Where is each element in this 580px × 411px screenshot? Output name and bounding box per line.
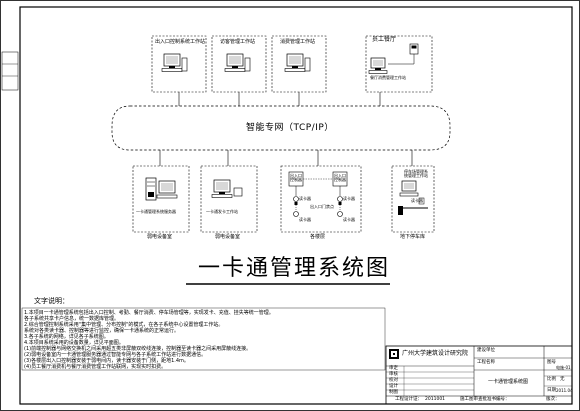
notes-line: 2.综合管理控制系统采用"集中管理、分布控制"的模式，在各子系统中心设置管理工作…: [24, 322, 224, 328]
bottom-box-3: [280, 165, 362, 233]
network-label: 智能专网（TCP/IP）: [246, 123, 334, 133]
computer-icon: [399, 180, 419, 197]
pos-terminal-icon: [409, 43, 419, 55]
controller-label: 出入口控制器: [290, 173, 302, 182]
field-value: 电施-01: [556, 365, 571, 370]
reader-label: 读卡器: [411, 198, 423, 203]
reader-label: 读卡器: [299, 217, 311, 222]
binding-strip: [1, 51, 19, 91]
title-block-frame: [385, 345, 573, 405]
bottom-node-label: 地下停车库: [400, 234, 426, 240]
bottom-box-1: [132, 165, 190, 233]
notes-line: 1.本项目一卡通管理系统包括出入口控制、考勤、餐厅消费、停车场管理等，实现发卡、…: [24, 310, 274, 316]
role-label: 审定: [389, 366, 398, 371]
bottom-node-sublabel: 出入口门禁点: [310, 204, 334, 209]
bottom-node-label: 各楼层: [310, 234, 326, 240]
top-node-label: 员工餐厅: [372, 36, 397, 43]
controller-label: 出入口控制器: [334, 173, 346, 182]
work-label: 工程名称: [477, 360, 495, 365]
bottom-node-label: 弱电设备室: [215, 234, 241, 240]
drawing-name: 一卡通管理系统图: [488, 379, 529, 385]
role-label: 制图: [389, 390, 398, 395]
reader-label: 读卡器: [343, 217, 355, 222]
computer-icon: [161, 53, 188, 72]
computer-icon: [211, 179, 243, 198]
card-reader-icon: [337, 211, 343, 217]
bottom-node-label: 弱电设备室: [147, 234, 173, 240]
reader-label: 读卡器: [343, 196, 355, 201]
notes-line: (4)员工餐厅消费机与餐厅消费管理工作站联网，实现实时扣费。: [24, 364, 167, 370]
bottom-box-2: [200, 165, 258, 233]
card-reader-icon: [293, 211, 299, 217]
drawing-title: 一卡通管理系统图: [198, 256, 391, 281]
field-value: 2011.04: [556, 388, 573, 393]
notes-line: (2)弱电设备室内一卡通管理服务器通过智能专网与各子系统工作站进行数据通信。: [24, 352, 207, 358]
card-reader-icon: [293, 196, 299, 205]
top-node-label: 访客管理工作站: [220, 39, 256, 45]
sign-label: 版次：: [546, 397, 560, 402]
top-node-label: 出入口控制系统工作站: [155, 39, 206, 45]
computer-icon: [224, 53, 251, 72]
notes-line: 4.本项目系统采用的设备数量，详见平面图。: [24, 340, 124, 346]
computer-icon: [368, 57, 388, 74]
notes-line: (1)前端控制器与网络交换机之间采用超五类非屏蔽双绞线连接，控制器至读卡器之间采…: [24, 346, 252, 352]
notes-frame: [21, 307, 386, 371]
cert-label: 工程设计证：: [395, 397, 422, 402]
firm-name: 广州大学建筑设计研究院: [402, 350, 469, 357]
sheet-border-inner: [19, 6, 573, 405]
card-reader-icon: [337, 196, 343, 205]
firm-logo-icon: [389, 349, 399, 359]
notes-heading: 文字说明：: [34, 297, 69, 305]
field-value: 无: [560, 377, 565, 382]
cert-value: 2011001: [425, 397, 446, 402]
role-label: 设计: [389, 384, 398, 389]
top-node-sublabel: 餐厅消费管理工作站: [370, 75, 406, 80]
server-icon: [145, 177, 178, 201]
reader-label: 读卡器: [299, 196, 311, 201]
review-label: 施工图审查批准书编号：: [460, 397, 510, 402]
field-label: 图号: [547, 360, 556, 365]
computer-icon: [284, 53, 311, 72]
notes-line: 系统对各类读卡器、控制器等进行监控，确保一卡通系统的正常运行。: [24, 328, 180, 334]
top-node-label: 消费管理工作站: [280, 39, 316, 45]
role-label: 校对: [389, 378, 398, 383]
barrier-gate-icon: [398, 197, 428, 215]
field-label: 日期: [547, 388, 556, 393]
notes-line: 3.各子系统的网络，详见各子系统图。: [24, 334, 109, 340]
bottom-node-sublabel: 一卡通管理系统服务器: [136, 209, 176, 214]
notes-line: 各子系统共享卡户信息，统一数据库管理。: [24, 316, 120, 322]
field-label: 比例: [547, 377, 556, 382]
network-cloud: [111, 105, 451, 151]
project-label: 建设单位: [477, 348, 495, 353]
role-label: 审核: [389, 372, 398, 377]
bottom-box-4: [391, 165, 435, 233]
bottom-node-sublabel: 一卡通发卡工作站: [206, 209, 238, 214]
top-box-4: [365, 35, 433, 93]
notes-line: (3)各楼层出入口控制器安装于弱电间内，读卡器安装于门侧，距地1.4m。: [24, 358, 189, 364]
bottom-node-sublabel: 停车场管理系统管理工作站: [404, 169, 428, 178]
